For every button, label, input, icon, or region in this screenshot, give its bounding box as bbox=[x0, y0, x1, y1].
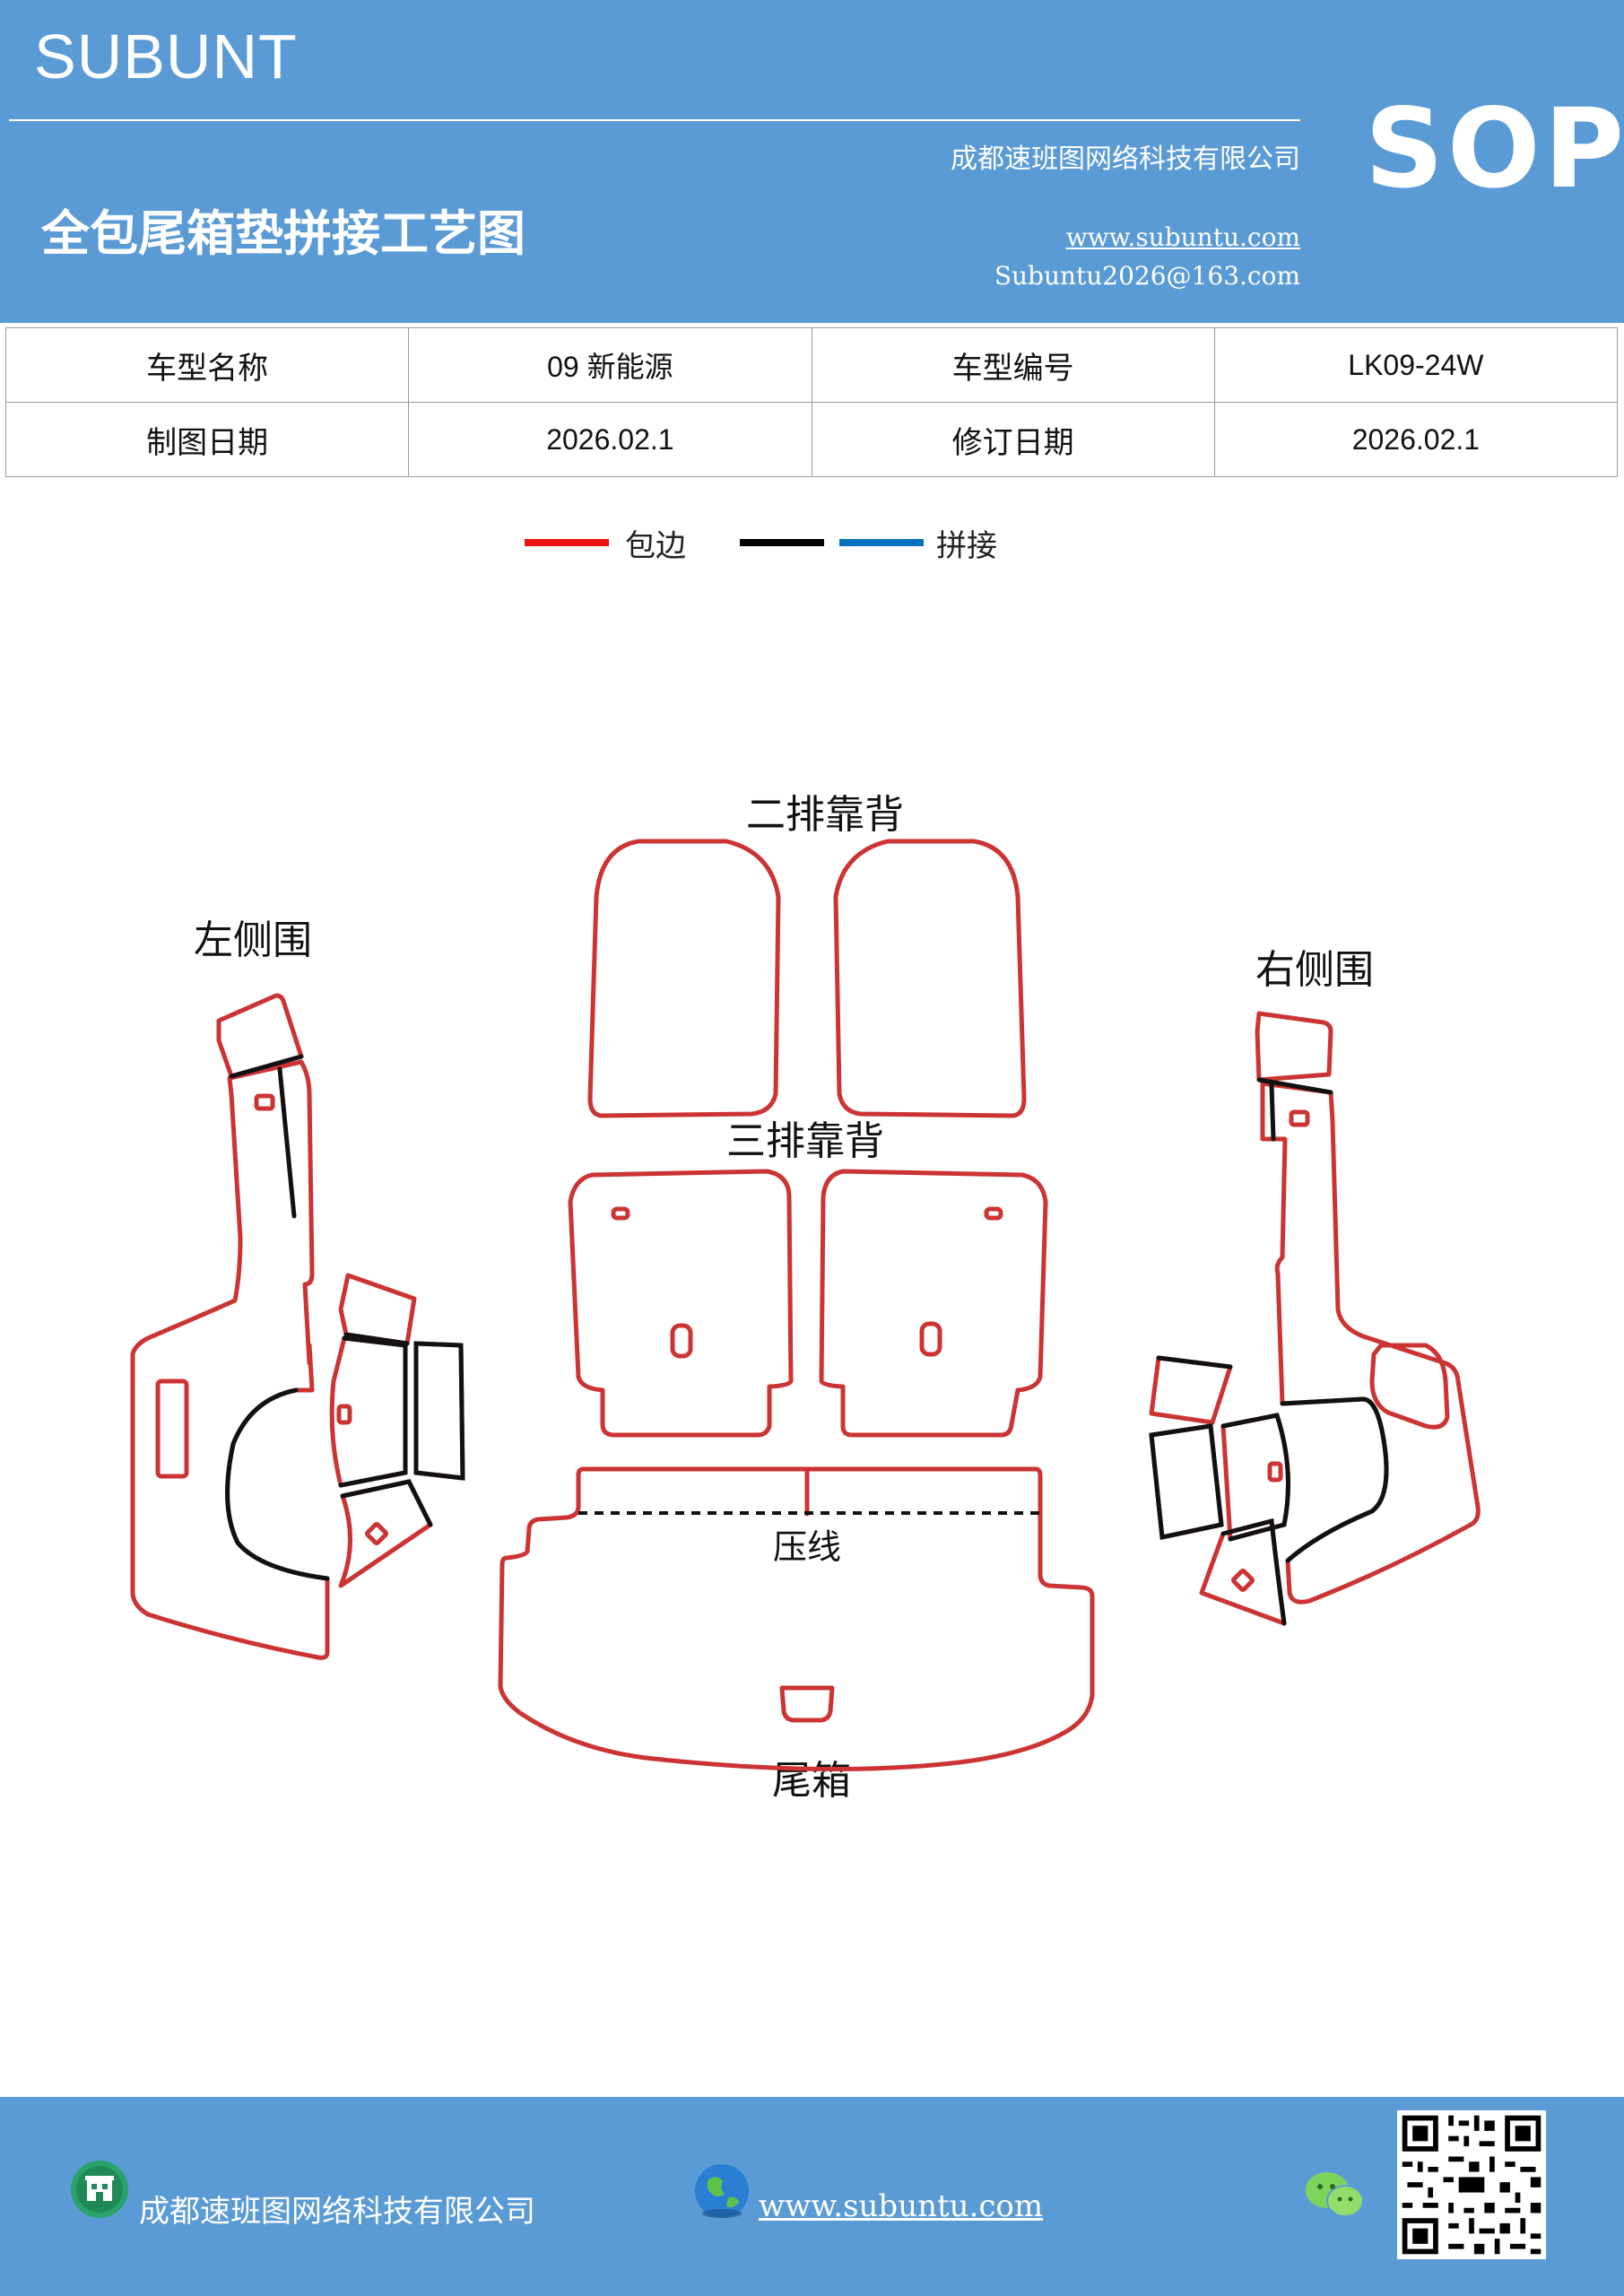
left-seam-top bbox=[229, 1054, 304, 1079]
label-left-side: 左侧围 bbox=[194, 918, 312, 963]
table-row: 制图日期 2026.02.1 修订日期 2026.02.1 bbox=[4, 402, 1619, 477]
label-right-side: 右侧围 bbox=[1255, 947, 1374, 993]
header-banner: SUBUNT 成都速班图网络科技有限公司 全包尾箱垫拼接工艺图 www.subu… bbox=[0, 0, 1624, 323]
left-pocket-slot bbox=[336, 1404, 352, 1425]
right-side-main-panel bbox=[1260, 1081, 1481, 1605]
legend-red-line bbox=[525, 539, 609, 546]
right-side-top-tab bbox=[1255, 1011, 1333, 1083]
right-vent-slot bbox=[1369, 1343, 1450, 1430]
label-press-line: 压线 bbox=[773, 1527, 841, 1567]
label-model-code: 车型编号 bbox=[811, 327, 1215, 403]
row3-right-hook-slot bbox=[984, 1206, 1003, 1221]
trunk-handle-cutout bbox=[779, 1685, 835, 1723]
brand-name: SUBUNT bbox=[34, 22, 298, 91]
value-model-name: 09 新能源 bbox=[408, 327, 812, 403]
right-seam-top bbox=[1256, 1077, 1333, 1095]
value-revision-date: 2026.02.1 bbox=[1213, 402, 1619, 477]
value-draw-date: 2026.02.1 bbox=[408, 402, 812, 477]
left-vent-slot bbox=[155, 1378, 189, 1479]
row3-right-belt-slot bbox=[919, 1321, 942, 1357]
left-seam-vertical bbox=[277, 1066, 297, 1219]
left-pocket-seam-c bbox=[413, 1341, 465, 1481]
right-pocket-seam-a bbox=[1156, 1355, 1233, 1370]
sop-badge: SOP bbox=[1365, 85, 1624, 213]
right-pocket-seam-c bbox=[1220, 1413, 1290, 1542]
right-small-slot bbox=[1289, 1109, 1310, 1127]
header-divider bbox=[9, 119, 1300, 121]
left-pocket-seam-b bbox=[338, 1335, 408, 1488]
right-pocket-seam-b bbox=[1149, 1423, 1224, 1541]
vehicle-info-table: 车型名称 09 新能源 车型编号 LK09-24W 制图日期 2026.02.1… bbox=[4, 327, 1619, 477]
legend-blue-line bbox=[839, 539, 924, 546]
label-revision-date: 修订日期 bbox=[811, 402, 1215, 477]
left-pocket-piece-d bbox=[338, 1479, 433, 1588]
building-icon bbox=[71, 2161, 128, 2218]
right-pocket-slot bbox=[1267, 1461, 1283, 1483]
row2-back-right-piece bbox=[833, 839, 1027, 1118]
label-model-name: 车型名称 bbox=[4, 327, 410, 403]
website-link[interactable]: www.subuntu.com bbox=[1065, 222, 1300, 252]
right-seam-wheel-arch bbox=[1280, 1396, 1389, 1563]
label-draw-date: 制图日期 bbox=[4, 402, 410, 477]
left-pocket-seam-d bbox=[340, 1479, 433, 1527]
right-seam-vertical bbox=[1269, 1083, 1276, 1142]
legend-label-splice: 拼接 bbox=[936, 528, 997, 564]
left-pocket-piece-b bbox=[329, 1335, 408, 1488]
footer-company-name: 成都速班图网络科技有限公司 bbox=[139, 2194, 535, 2230]
footer-website-link[interactable]: www.subuntu.com bbox=[759, 2188, 1044, 2224]
left-pocket-d-slot bbox=[365, 1522, 388, 1545]
legend-black-line bbox=[740, 539, 824, 546]
row3-back-right-piece bbox=[819, 1169, 1048, 1438]
label-trunk: 尾箱 bbox=[772, 1758, 851, 1804]
value-model-code: LK09-24W bbox=[1213, 327, 1619, 403]
trunk-floor-piece bbox=[498, 1466, 1095, 1771]
globe-icon bbox=[695, 2164, 749, 2218]
left-seam-wheel-arch bbox=[225, 1387, 330, 1581]
label-row2-back: 二排靠背 bbox=[746, 792, 904, 838]
mat-layout-diagram: 二排靠背 三排靠背 左侧围 右侧围 压线 尾箱 bbox=[130, 792, 1481, 1804]
legend: 包边 拼接 bbox=[0, 516, 1624, 587]
row3-left-hook-slot bbox=[611, 1206, 630, 1221]
document-title: 全包尾箱垫拼接工艺图 bbox=[41, 204, 525, 262]
left-small-slot bbox=[254, 1093, 275, 1111]
wechat-icon[interactable] bbox=[1304, 2169, 1367, 2222]
footer-bar: 成都速班图网络科技有限公司 www.subuntu.com bbox=[0, 2097, 1624, 2296]
right-pocket-seam-d bbox=[1220, 1518, 1287, 1626]
row3-back-left-piece bbox=[568, 1169, 794, 1438]
left-pocket-seam-a bbox=[343, 1332, 410, 1346]
email-address[interactable]: Subuntu2026@163.com bbox=[994, 261, 1300, 291]
table-row: 车型名称 09 新能源 车型编号 LK09-24W bbox=[4, 327, 1619, 403]
label-row3-back: 三排靠背 bbox=[726, 1118, 884, 1164]
row2-back-left-piece bbox=[587, 839, 781, 1118]
qr-code[interactable] bbox=[1397, 2110, 1546, 2259]
qr-code-pattern bbox=[1402, 2115, 1541, 2255]
left-pocket-piece-c bbox=[413, 1341, 465, 1481]
right-pocket-d-slot bbox=[1231, 1569, 1255, 1592]
legend-label-binding: 包边 bbox=[625, 528, 686, 564]
left-side-main-panel bbox=[130, 1059, 330, 1660]
company-name: 成都速班图网络科技有限公司 bbox=[951, 144, 1300, 175]
row3-left-belt-slot bbox=[670, 1323, 693, 1359]
